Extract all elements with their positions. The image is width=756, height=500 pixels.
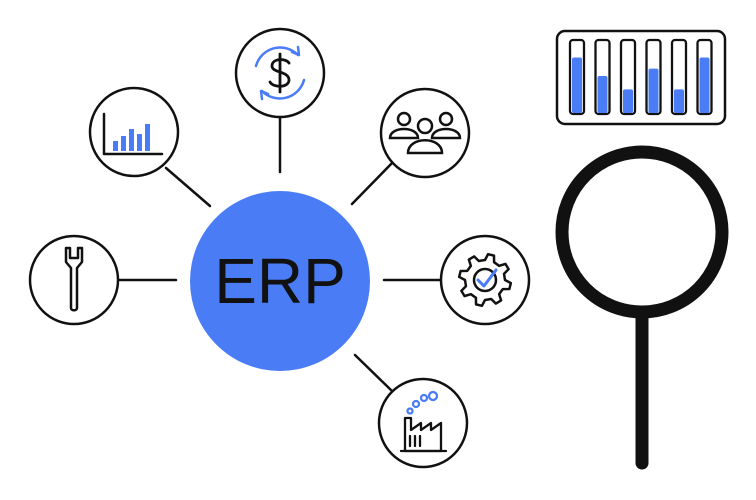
slider-fill (597, 76, 608, 113)
node-team (379, 87, 471, 179)
node-manufacturing (377, 377, 469, 469)
connector-analytics (164, 166, 212, 208)
magnifying-glass-icon (555, 145, 729, 470)
connector-manufacturing (353, 353, 395, 394)
connectors (116, 116, 442, 394)
slider-fill (572, 57, 582, 113)
gear-check-icon (457, 252, 513, 308)
dashboard-panel (555, 29, 727, 126)
node-finance (234, 27, 326, 119)
slider-group (568, 38, 713, 116)
node-settings (439, 234, 531, 326)
slider-fill (648, 68, 659, 113)
factory-icon (399, 390, 448, 453)
node-analytics (88, 86, 180, 178)
people-group-icon (388, 111, 462, 155)
bar-chart-icon (102, 112, 164, 156)
erp-hub-circle (190, 191, 370, 371)
dollar-cycle-icon (254, 45, 306, 101)
wrench-icon (64, 246, 84, 312)
slider-fill (674, 89, 684, 113)
erp-hub: ERP (190, 191, 370, 371)
slider-fill (699, 57, 710, 113)
connector-team (350, 158, 397, 206)
erp-hub-label: ERP (214, 245, 346, 317)
node-tools (28, 234, 120, 326)
slider-fill (623, 89, 633, 113)
